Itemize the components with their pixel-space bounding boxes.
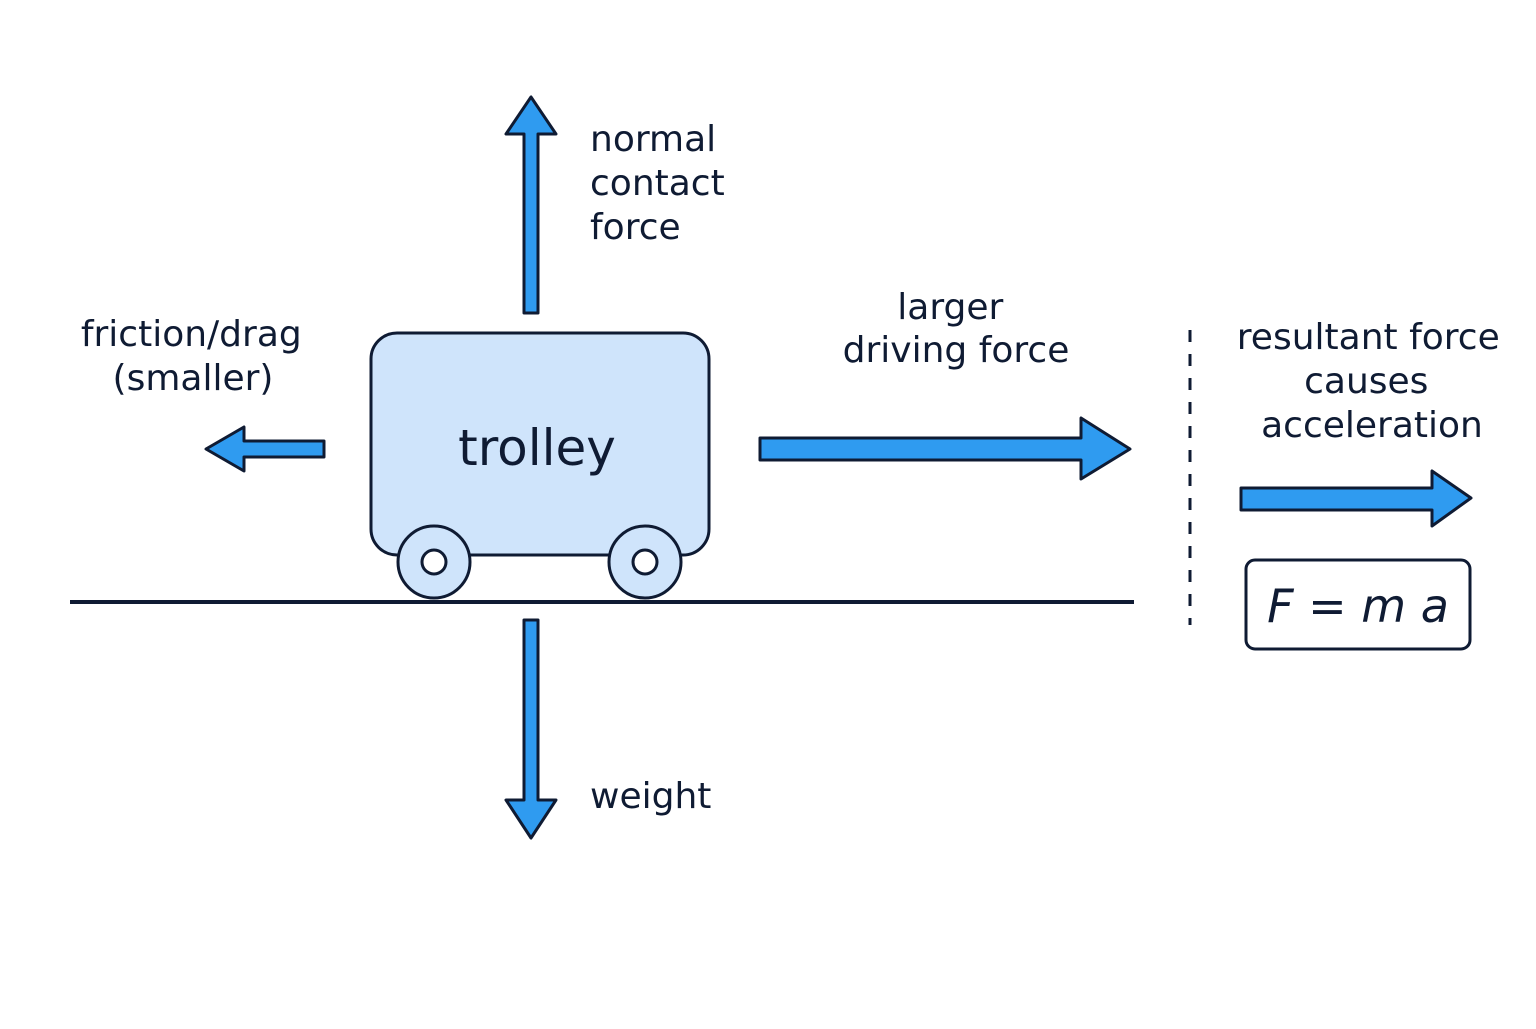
friction-label: friction/drag (smaller) bbox=[81, 314, 313, 399]
driving-force-label: larger driving force bbox=[843, 287, 1070, 371]
arrow-down-icon bbox=[504, 618, 558, 840]
wheel-right bbox=[607, 524, 683, 600]
resultant-force-arrow-icon bbox=[1239, 469, 1473, 528]
normal-force-label: normal contact force bbox=[590, 119, 736, 248]
equation-text: F = m a bbox=[1267, 579, 1449, 633]
weight-label: weight bbox=[590, 776, 711, 817]
driving-force-arrow-icon bbox=[758, 416, 1132, 481]
trolley: trolley bbox=[369, 331, 711, 600]
trolley-body bbox=[369, 331, 711, 557]
arrow-left-icon bbox=[204, 425, 326, 473]
wheel-left bbox=[396, 524, 472, 600]
trolley-label: trolley bbox=[458, 419, 616, 477]
arrow-up-icon bbox=[504, 95, 558, 315]
equation-box: F = m a bbox=[1244, 558, 1472, 651]
resultant-force-label: resultant force causes acceleration bbox=[1237, 317, 1511, 446]
